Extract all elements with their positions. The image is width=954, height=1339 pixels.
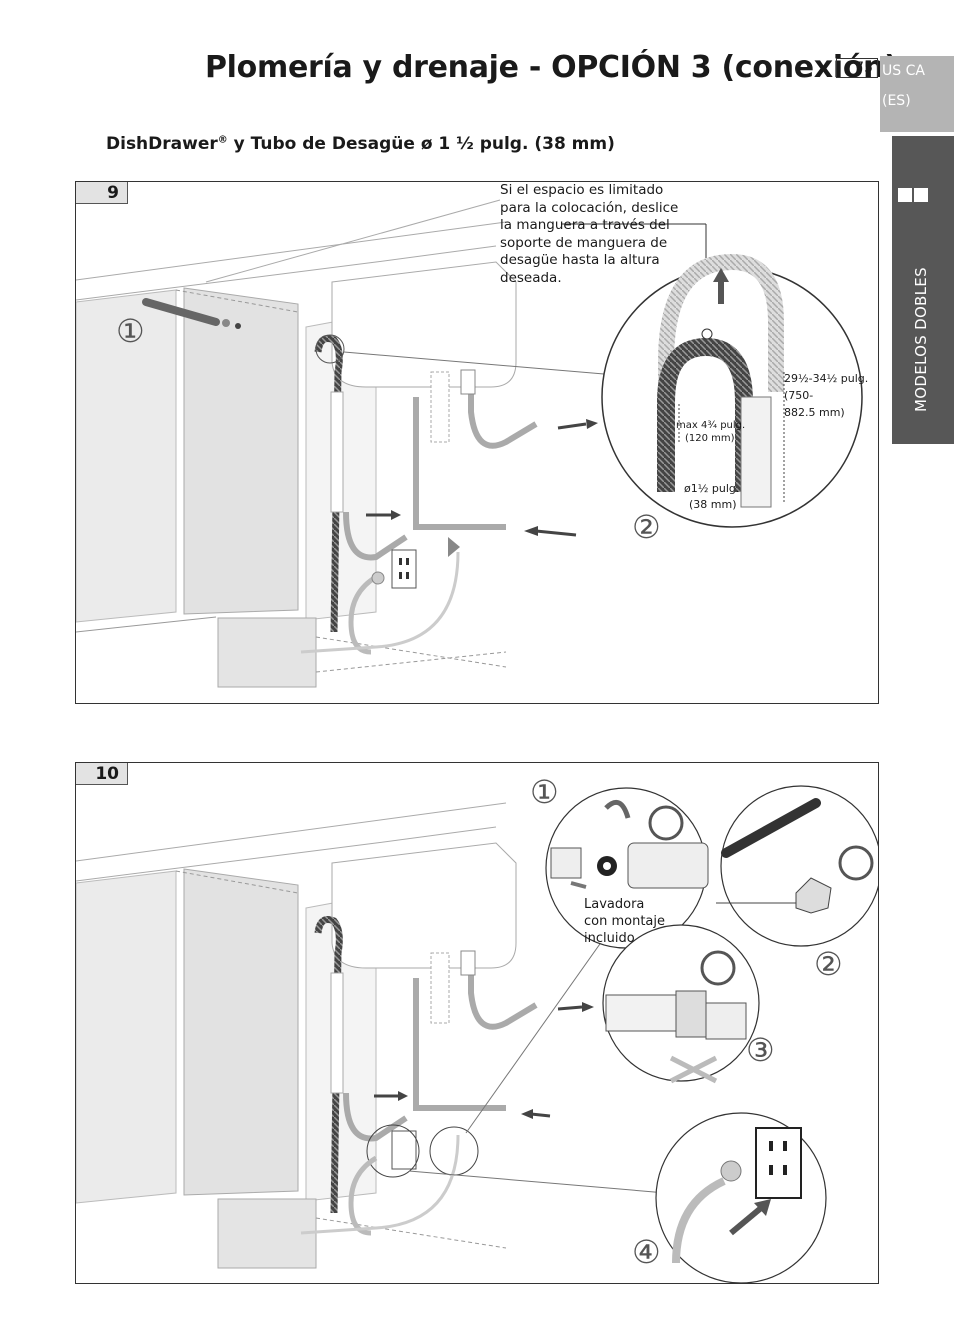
washer-note-2: con montaje	[584, 914, 666, 929]
region-tab: US CA (ES)	[880, 56, 954, 132]
section-subtitle: DishDrawer® y Tubo de Desagüe ø 1 ½ pulg…	[106, 134, 615, 154]
diameter-label: ø1½ pulg.	[684, 482, 740, 495]
drawer-square-icon	[898, 188, 912, 202]
callout-2: ②	[814, 945, 843, 983]
registered-mark: ®	[217, 134, 228, 146]
step-9-number: 9	[76, 182, 128, 204]
region-line-1: US CA	[882, 63, 925, 79]
height-label: 29½-34½ pulg.	[784, 372, 869, 385]
page-number: 75	[836, 58, 878, 78]
max-label: max 4¾ pulg.	[676, 420, 746, 431]
callout-1: ①	[530, 773, 559, 811]
height-mm-label-2: 882.5 mm)	[784, 406, 845, 419]
diameter-mm-label: (38 mm)	[689, 498, 737, 511]
drawer-square-icon	[914, 188, 928, 202]
max-mm-label: (120 mm)	[685, 433, 735, 444]
height-mm-label: (750-	[784, 389, 814, 402]
washer-note-3: incluido	[584, 931, 635, 946]
step-9-note: Si el espacio es limitado para la coloca…	[500, 182, 679, 286]
section-tab	[892, 136, 954, 444]
step-10-number: 10	[76, 763, 128, 785]
step-9-illustration	[76, 199, 863, 688]
step-10-panel: ① ② ③ ④ Lavadora con montaje incluido	[75, 762, 879, 1284]
callout-3: ③	[746, 1031, 775, 1069]
region-line-2: (ES)	[882, 93, 911, 109]
step-9-panel: ① ② Si el espacio es limitado para la co…	[75, 181, 879, 704]
step-10-illustration	[76, 785, 878, 1283]
subtitle-text-2: y Tubo de Desagüe ø 1 ½ pulg. (38 mm)	[227, 134, 615, 154]
subtitle-text: DishDrawer	[106, 134, 218, 154]
washer-note-1: Lavadora	[584, 897, 645, 912]
callout-1: ①	[116, 312, 145, 350]
callout-4: ④	[632, 1233, 661, 1271]
section-label: MODELOS DOBLES	[912, 267, 930, 412]
page-title: Plomería y drenaje - OPCIÓN 3 (conexión)	[205, 50, 898, 85]
callout-2: ②	[632, 508, 661, 546]
